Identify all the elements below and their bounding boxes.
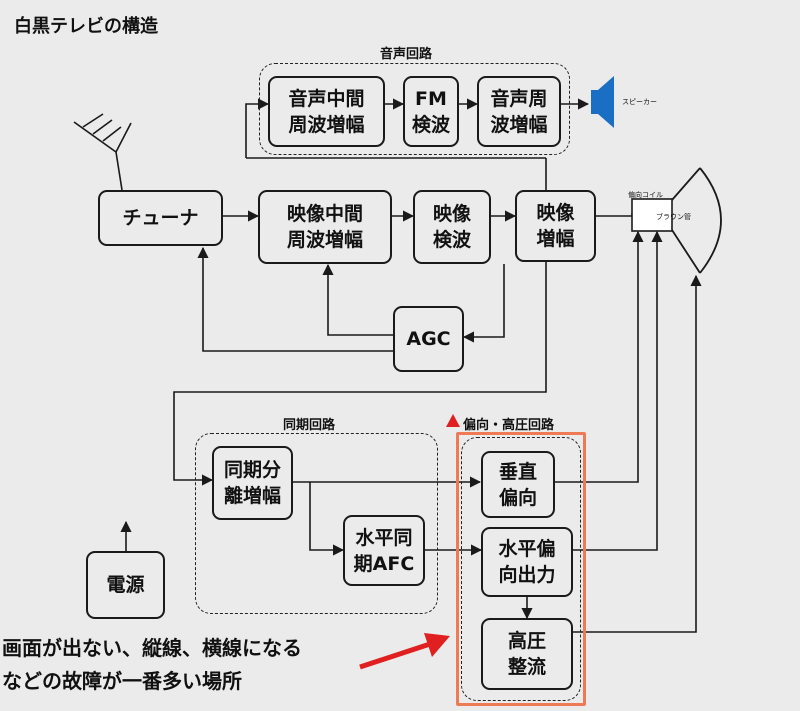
hv-rectifier-line2: 整流 (507, 656, 546, 678)
horizontal-output-line2: 向出力 (498, 564, 556, 586)
video-if-amp-block: 映像中間 周波増幅 (258, 190, 392, 264)
diagram-title: 白黒テレビの構造 (14, 16, 158, 37)
audio-freq-amp-line1: 音声周 (490, 87, 548, 110)
power-supply-block: 電源 (86, 551, 165, 619)
agc-line1: AGC (406, 328, 451, 350)
audio-circuit-group (259, 63, 570, 155)
conn-sync-hafc (309, 482, 345, 556)
audio-if-amp-line1: 音声中間 (288, 87, 365, 110)
video-if-amp-line2: 周波増幅 (286, 229, 363, 251)
conn-agc-in (462, 264, 505, 343)
crt-icon (631, 167, 722, 274)
horizontal-afc-line2: 期AFC (353, 552, 415, 575)
sync-separator-line2: 離増幅 (223, 485, 281, 507)
note-line1: 画面が出ない、縦線、横線になる (2, 636, 302, 660)
conn-videoamp-sync (173, 262, 547, 486)
video-detector-line1: 映像 (432, 203, 471, 225)
video-amp-block: 映像 増幅 (515, 190, 596, 262)
deflection-hv-highlight (456, 432, 586, 706)
conn-vertical-coil (555, 230, 644, 483)
horizontal-afc-block: 水平同 期AFC (343, 515, 425, 586)
conn-audio-in (245, 98, 270, 158)
audio-freq-amp-line2: 波増幅 (490, 113, 548, 136)
tuner-block: チューナ (98, 190, 223, 246)
video-amp-line1: 映像 (536, 202, 575, 224)
speaker-icon (591, 76, 614, 128)
video-detector-block: 映像 検波 (413, 190, 491, 264)
conn-hout-coil (573, 230, 663, 551)
audio-if-amp-block: 音声中間 周波増幅 (268, 76, 385, 147)
note-line2: などの故障が一番多い場所 (2, 669, 242, 693)
sync-circuit-label: 同期回路 (283, 418, 336, 433)
video-amp-line2: 増幅 (536, 228, 575, 250)
vertical-deflection-line1: 垂直 (498, 460, 537, 483)
conn-videoamp-crt (596, 213, 633, 217)
sync-separator-line1: 同期分 (223, 459, 281, 481)
conn-hv-crt (573, 274, 702, 633)
red-triangle-icon (446, 414, 460, 427)
deflection-hv-group (461, 437, 581, 701)
video-detector-line2: 検波 (432, 229, 471, 251)
speaker-label: スピーカー (622, 98, 657, 106)
conn-agc-tuner (197, 246, 393, 352)
crt-label: ブラウン管 (656, 213, 691, 221)
sync-circuit-group (195, 433, 438, 614)
vertical-deflection-block: 垂直 偏向 (481, 451, 555, 518)
fm-detector-line1: FM (415, 87, 447, 110)
audio-if-amp-line2: 周波増幅 (288, 113, 365, 136)
fm-detector-block: FM 検波 (403, 76, 459, 147)
deflection-coil-label: 偏向コイル (628, 191, 663, 199)
horizontal-afc-line1: 水平同 (355, 526, 413, 549)
sync-separator-block: 同期分 離増幅 (212, 446, 293, 520)
conn-agc-videoif (322, 263, 393, 336)
tuner-line1: チューナ (122, 207, 199, 229)
horizontal-output-block: 水平偏 向出力 (481, 527, 573, 597)
horizontal-output-line1: 水平偏 (498, 538, 556, 560)
deflection-hv-label: 偏向・高圧回路 (463, 418, 555, 433)
video-if-amp-line1: 映像中間 (286, 203, 363, 225)
hv-rectifier-line1: 高圧 (507, 630, 546, 652)
antenna-icon (73, 113, 132, 191)
power-supply-line1: 電源 (106, 574, 145, 596)
audio-circuit-label: 音声回路 (380, 47, 433, 62)
agc-block: AGC (393, 306, 464, 372)
fm-detector-line2: 検波 (411, 113, 450, 136)
red-arrow-icon (359, 633, 450, 670)
hv-rectifier-block: 高圧 整流 (481, 618, 573, 690)
audio-freq-amp-block: 音声周 波増幅 (477, 76, 561, 147)
vertical-deflection-line2: 偏向 (498, 486, 537, 509)
